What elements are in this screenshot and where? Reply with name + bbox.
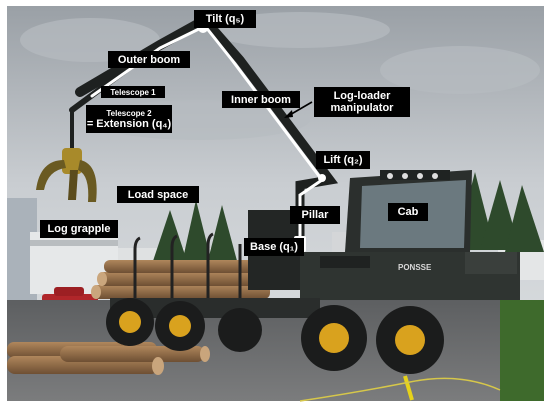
- label-manipulator-line2: manipulator: [330, 102, 394, 114]
- label-load-space: Load space: [117, 186, 199, 203]
- wheel-rear-2: [376, 306, 444, 374]
- label-base: Base (q₁): [244, 238, 304, 256]
- label-manipulator: Log-loader manipulator: [314, 87, 410, 117]
- load-stakes: [133, 232, 242, 300]
- load-space-logs: [91, 260, 270, 299]
- label-lift: Lift (q₂): [316, 151, 370, 169]
- brand-text: PONSSE: [398, 263, 432, 272]
- label-inner-boom: Inner boom: [222, 91, 300, 108]
- ground-logs: [7, 342, 210, 375]
- wheel-mid: [218, 308, 262, 352]
- wheel-front-1: [106, 298, 154, 346]
- label-cab: Cab: [388, 203, 428, 221]
- label-extension: = Extension (q₄): [86, 117, 172, 130]
- manipulator-arrow: [284, 101, 313, 118]
- label-telescope-1: Telescope 1: [101, 86, 165, 98]
- label-manipulator-line1: Log-loader: [333, 90, 391, 102]
- log-grapple: [36, 148, 97, 202]
- label-outer-boom: Outer boom: [108, 51, 190, 68]
- wheel-rear-1: [301, 305, 367, 371]
- label-telescope-2: Telescope 2 = Extension (q₄): [86, 105, 172, 133]
- label-tilt: Tilt (q₅): [194, 10, 256, 28]
- label-pillar: Pillar: [290, 206, 340, 224]
- label-log-grapple: Log grapple: [40, 220, 118, 238]
- grass-patch: [500, 300, 544, 401]
- yellow-pole: [299, 375, 501, 402]
- wheels: [106, 298, 444, 374]
- label-telescope-2-title: Telescope 2: [106, 108, 152, 118]
- wheel-front-2: [155, 301, 205, 351]
